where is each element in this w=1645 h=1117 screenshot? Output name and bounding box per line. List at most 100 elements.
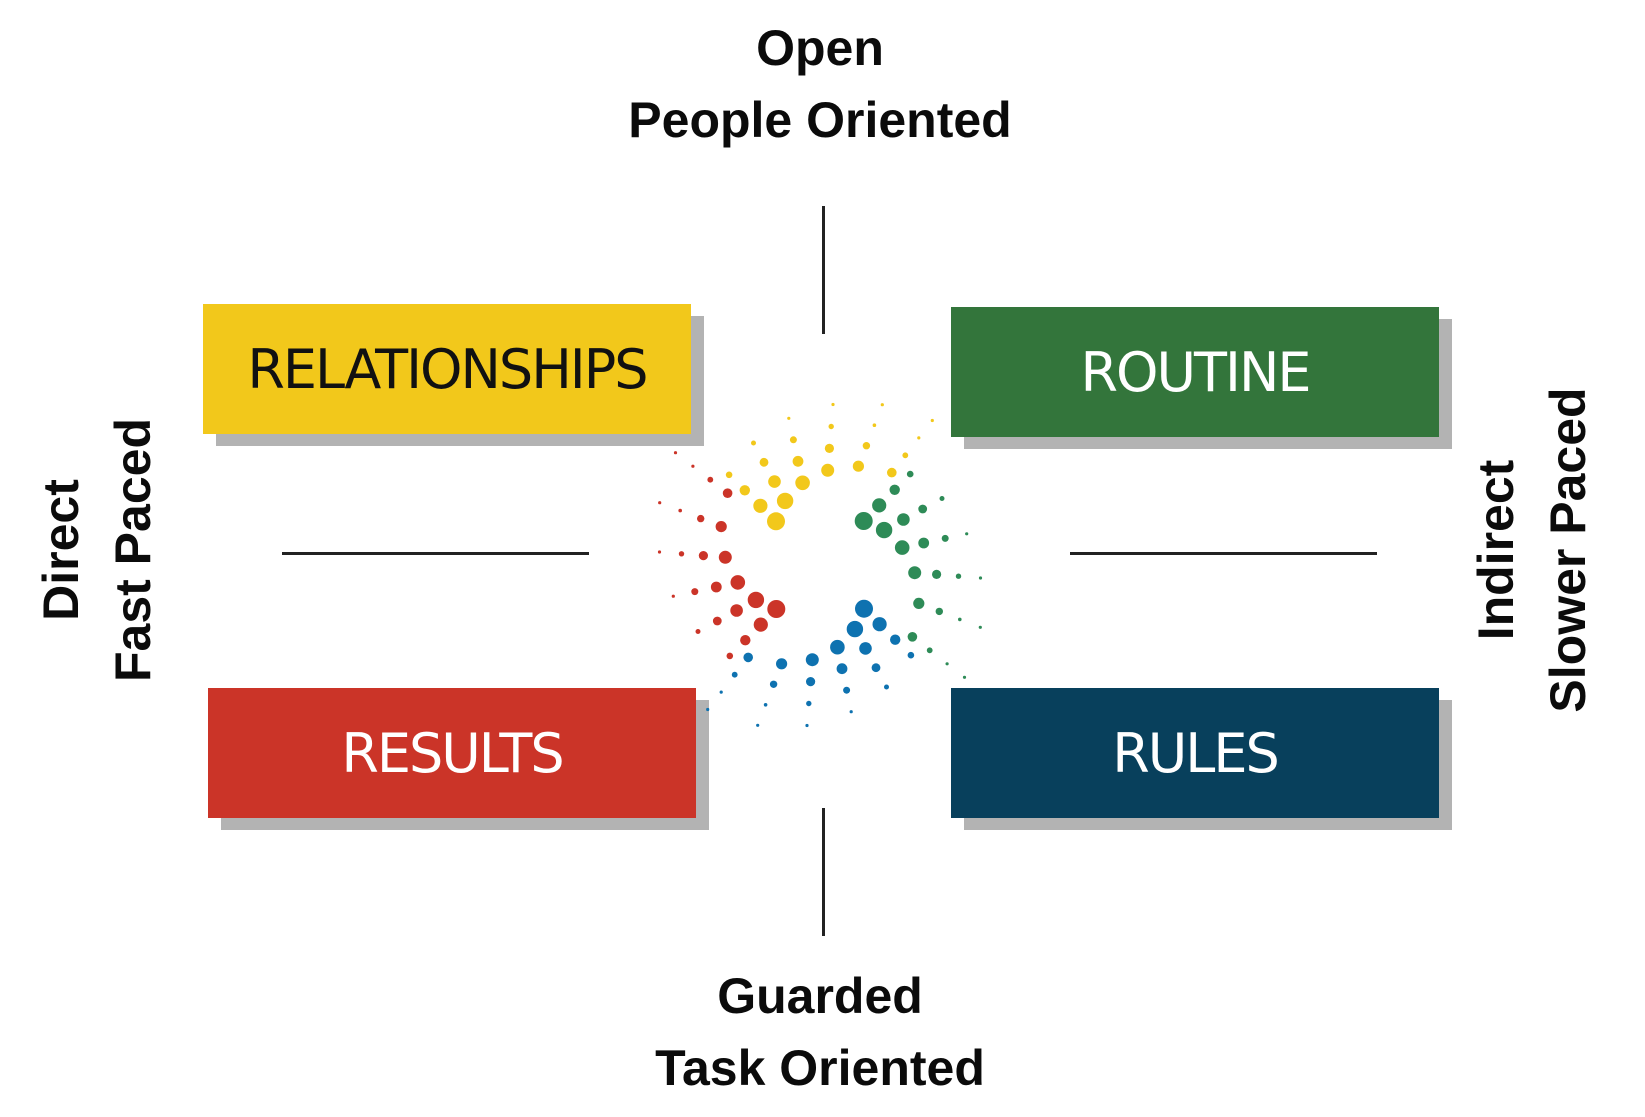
logo-dot-red [730, 604, 743, 617]
logo-dot-red [730, 575, 746, 590]
logo-dot-yellow [759, 457, 769, 467]
logo-dot-yellow [725, 471, 733, 479]
quadrant-relationships: RELATIONSHIPS [203, 304, 691, 434]
logo-dot-blue [776, 658, 788, 670]
logo-dot-green [872, 498, 887, 513]
logo-dot-green [906, 470, 914, 478]
logo-dot-yellow [872, 423, 877, 427]
logo-dot-blue [805, 653, 819, 667]
logo-dot-red [658, 501, 662, 505]
divider-left [282, 552, 589, 555]
logo-dot-green [894, 540, 910, 555]
dotted-pinwheel-icon [657, 402, 983, 728]
logo-dot-blue [719, 690, 723, 694]
logo-dot-yellow [789, 436, 797, 444]
logo-dot-green [965, 532, 969, 536]
logo-dot-red [673, 451, 678, 455]
logo-dot-red [657, 550, 662, 554]
logo-dot-blue [806, 700, 812, 707]
logo-dot-red [691, 588, 699, 596]
logo-dot-red [715, 521, 727, 533]
logo-dot-blue [731, 671, 738, 678]
divider-bottom [822, 808, 825, 936]
axis-label-bottom-line2: Task Oriented [655, 1040, 985, 1096]
logo-dot-blue [907, 651, 915, 659]
divider-top [822, 206, 825, 334]
logo-dot-red [697, 514, 705, 523]
logo-dot-red [712, 616, 722, 626]
logo-dot-yellow [795, 475, 810, 491]
logo-dot-green [962, 675, 967, 679]
axis-label-bottom-line1: Guarded [717, 968, 923, 1024]
logo-dot-red [671, 594, 675, 598]
axis-label-right: Indirect Slower Paced [1460, 350, 1620, 750]
logo-dot-yellow [930, 418, 934, 423]
logo-dot-red [767, 600, 786, 618]
logo-dot-blue [872, 617, 887, 632]
logo-dot-yellow [828, 423, 834, 430]
logo-dot-yellow [768, 475, 781, 488]
axis-label-left: Direct Fast Paced [25, 350, 185, 750]
axis-label-right-line2: Slower Paced [1540, 387, 1596, 713]
logo-dot-green [941, 534, 949, 542]
logo-dot-green [854, 512, 873, 530]
quadrant-rules: RULES [951, 688, 1439, 818]
logo-dot-red [722, 488, 733, 498]
logo-dot-blue [706, 707, 710, 712]
logo-dot-green [955, 573, 962, 579]
logo-dot-red [691, 464, 695, 468]
logo-dot-blue [859, 642, 872, 655]
logo-dot-yellow [831, 402, 835, 407]
axis-label-top-line1: Open [756, 20, 884, 76]
logo-dot-blue [871, 663, 881, 673]
axis-label-left-line1: Direct [33, 479, 89, 621]
divider-right [1070, 552, 1377, 555]
logo-dot-yellow [753, 498, 768, 513]
logo-dot-red [710, 581, 722, 593]
logo-dot-red [753, 617, 768, 632]
logo-dot-yellow [887, 467, 897, 478]
quadrant-rules-label: RULES [1112, 721, 1280, 785]
logo-dot-blue [843, 686, 851, 694]
logo-dot-green [958, 617, 962, 622]
logo-dot-green [978, 576, 983, 580]
axis-label-top: Open People Oriented [560, 12, 1080, 156]
logo-dot-blue [805, 723, 809, 728]
axis-label-right-line1: Indirect [1468, 459, 1524, 641]
logo-dot-yellow [767, 512, 785, 531]
logo-dot-yellow [902, 452, 909, 459]
logo-dot-yellow [751, 440, 756, 446]
logo-dot-yellow [739, 485, 750, 496]
logo-dot-red [695, 629, 701, 634]
logo-dot-green [939, 496, 945, 501]
logo-dot-blue [836, 663, 848, 675]
logo-dot-red [707, 476, 714, 483]
logo-dot-green [918, 504, 928, 514]
logo-dot-green [889, 484, 900, 495]
logo-dot-blue [743, 652, 753, 663]
logo-dot-yellow [862, 442, 871, 450]
axis-label-left-line2: Fast Paced [105, 418, 161, 683]
logo-dot-blue [855, 599, 873, 618]
logo-dot-red [678, 551, 685, 557]
logo-dot-yellow [852, 460, 864, 472]
logo-dot-green [978, 625, 982, 629]
logo-dot-blue [849, 710, 853, 714]
quadrant-relationships-label: RELATIONSHIPS [247, 337, 648, 401]
logo-dot-green [945, 662, 949, 666]
logo-dot-red [698, 551, 708, 561]
logo-dot-red [718, 550, 732, 564]
quadrant-results: RESULTS [208, 688, 696, 818]
quadrant-routine: ROUTINE [951, 307, 1439, 437]
logo-dot-blue [763, 703, 768, 707]
logo-dot-green [908, 566, 922, 580]
logo-dot-yellow [792, 455, 804, 467]
axis-label-top-line2: People Oriented [628, 92, 1012, 148]
logo-dot-yellow [787, 416, 791, 420]
logo-dot-blue [806, 677, 816, 687]
logo-dot-blue [830, 639, 845, 655]
quadrant-routine-label: ROUTINE [1080, 340, 1312, 404]
logo-dot-red [740, 635, 751, 646]
logo-dot-green [875, 521, 893, 539]
logo-dot-blue [846, 620, 864, 638]
